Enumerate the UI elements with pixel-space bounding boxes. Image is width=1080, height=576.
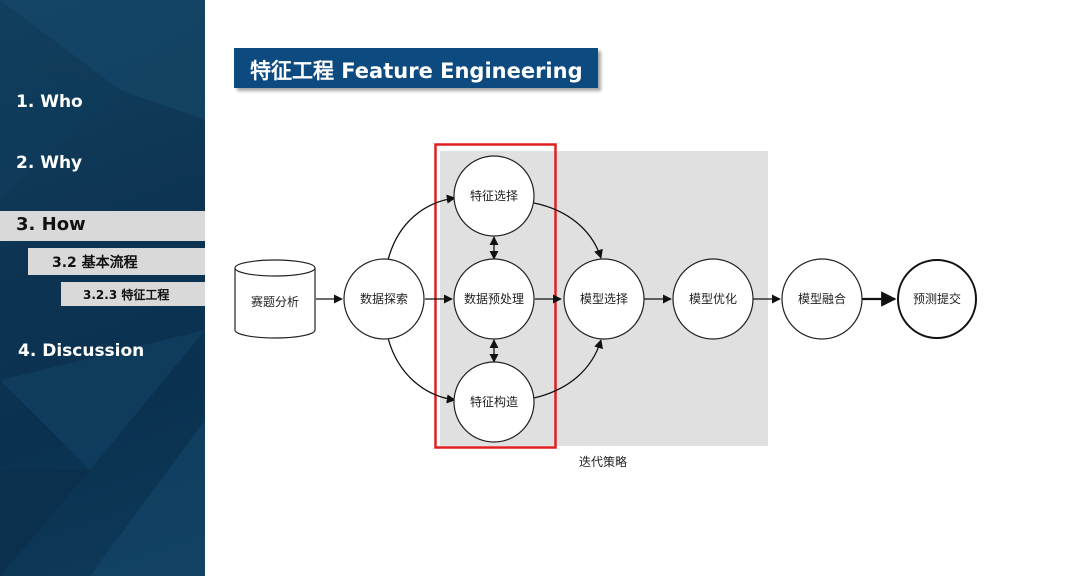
node-feature-construction-label: 特征构造 bbox=[470, 394, 518, 409]
node-problem-analysis: 赛题分析 bbox=[234, 259, 316, 339]
sidebar-item-why[interactable]: 2. Why bbox=[16, 153, 83, 173]
node-model-optimization-label: 模型优化 bbox=[689, 292, 737, 306]
sidebar-subitem-feature-engineering[interactable]: 3.2.3 特征工程 bbox=[61, 282, 205, 306]
node-prediction-submission: 预测提交 bbox=[897, 259, 977, 339]
sidebar-background-pattern bbox=[0, 0, 205, 576]
arrow-exploration-to-construction bbox=[387, 337, 456, 404]
node-feature-construction: 特征构造 bbox=[453, 361, 535, 443]
node-problem-analysis-label: 赛题分析 bbox=[251, 294, 299, 309]
node-feature-selection: 特征选择 bbox=[453, 155, 535, 237]
node-data-exploration: 数据探索 bbox=[343, 258, 425, 340]
sidebar-item-discussion[interactable]: 4. Discussion bbox=[18, 341, 145, 361]
sidebar-item-how-label: 3. How bbox=[16, 214, 86, 235]
sidebar: 1. Who 2. Why 3. How 3.2 基本流程 3.2.3 特征工程… bbox=[0, 0, 205, 576]
iteration-strategy-label: 迭代策略 bbox=[579, 454, 627, 469]
node-model-selection: 模型选择 bbox=[563, 258, 645, 340]
arrow-selection-to-model-selection bbox=[533, 202, 603, 259]
sidebar-subitem-basic-process-label: 3.2 基本流程 bbox=[52, 255, 138, 271]
node-feature-selection-label: 特征选择 bbox=[470, 188, 518, 203]
sidebar-item-who[interactable]: 1. Who bbox=[16, 92, 83, 112]
node-model-fusion: 模型融合 bbox=[781, 258, 863, 340]
node-data-preprocessing-label: 数据预处理 bbox=[464, 291, 524, 306]
sidebar-subitem-basic-process[interactable]: 3.2 基本流程 bbox=[28, 248, 205, 275]
node-prediction-submission-label: 预测提交 bbox=[913, 291, 961, 306]
sidebar-item-how[interactable]: 3. How bbox=[0, 211, 205, 241]
node-data-exploration-label: 数据探索 bbox=[360, 291, 408, 306]
page-title-box: 特征工程 Feature Engineering bbox=[234, 48, 598, 88]
arrow-exploration-to-selection bbox=[387, 194, 456, 261]
node-model-fusion-label: 模型融合 bbox=[798, 291, 846, 306]
sidebar-subitem-feature-engineering-label: 3.2.3 特征工程 bbox=[83, 288, 170, 302]
arrow-construction-to-model-selection bbox=[533, 339, 603, 399]
node-data-preprocessing: 数据预处理 bbox=[453, 258, 535, 340]
node-model-optimization: 模型优化 bbox=[672, 258, 754, 340]
page-title: 特征工程 Feature Engineering bbox=[250, 59, 583, 83]
node-model-selection-label: 模型选择 bbox=[580, 292, 628, 306]
